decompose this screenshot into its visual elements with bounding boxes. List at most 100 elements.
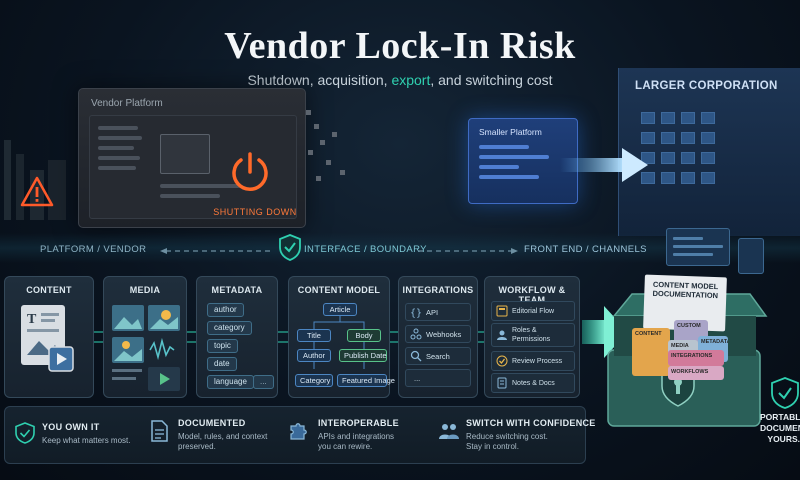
- larger-corporation-building: LARGER CORPORATION: [618, 68, 800, 236]
- feature-desc: Keep what matters most.: [42, 436, 131, 445]
- browser-window-icon: [666, 228, 730, 266]
- right-arrow-icon: [418, 248, 518, 254]
- feature-desc-2: preserved.: [178, 442, 216, 451]
- metadata-tag-author: author: [207, 303, 244, 317]
- building-window: [661, 132, 675, 144]
- metadata-card-title: METADATA: [211, 285, 263, 295]
- shield-check-icon: [279, 234, 301, 261]
- model-node-body: Body: [347, 329, 381, 342]
- feature-title: YOU OWN IT: [42, 422, 100, 432]
- corporation-label: LARGER CORPORATION: [635, 80, 778, 92]
- model-node-author: Author: [297, 349, 331, 362]
- shield-check-icon: [15, 422, 35, 444]
- portable-shield-check-icon: [771, 377, 799, 409]
- metadata-tag-category: category: [207, 321, 252, 335]
- smaller-platform-window: Smaller Platform: [468, 118, 578, 204]
- building-window: [701, 132, 715, 144]
- feature-title: DOCUMENTED: [178, 418, 246, 428]
- building-window: [641, 152, 655, 164]
- workflow-review-process: Review Process: [491, 351, 575, 371]
- disintegration-pixel: [332, 132, 337, 137]
- disintegration-pixel: [308, 150, 313, 155]
- metadata-card: METADATA author category topic date lang…: [196, 276, 278, 398]
- feature-desc-1: Reduce switching cost.: [466, 432, 548, 441]
- shutting-down-label: SHUTTING DOWN: [213, 207, 297, 217]
- interface-boundary-label: INTERFACE / BOUNDARY: [304, 244, 427, 255]
- subtitle-highlight: export: [391, 72, 431, 88]
- notes-icon: [497, 377, 507, 389]
- team-icon: [439, 424, 459, 439]
- building-window: [681, 152, 695, 164]
- building-window: [641, 172, 655, 184]
- feature-desc-2: Stay in control.: [466, 442, 519, 451]
- vendor-platform-title: Vendor Platform: [91, 98, 163, 109]
- window-line: [479, 165, 519, 169]
- integration-webhooks-label: Webhooks: [426, 330, 462, 339]
- window-line: [98, 136, 142, 140]
- window-line: [98, 126, 138, 130]
- window-line: [160, 194, 220, 198]
- workflow-notes-label: Notes & Docs: [512, 380, 555, 387]
- window-line: [479, 175, 539, 179]
- building-window: [661, 152, 675, 164]
- editorial-flow-icon: [496, 305, 508, 317]
- warning-icon: [20, 176, 54, 207]
- integration-search: Search: [405, 347, 471, 365]
- feature-title: SWITCH WITH CONFIDENCE: [466, 418, 596, 428]
- workflow-roles: Roles & Permissions: [491, 323, 575, 347]
- folder-integrations: INTEGRATIONS: [668, 350, 724, 366]
- integration-api-label: API: [426, 308, 439, 317]
- svg-text:T: T: [27, 312, 37, 327]
- subtitle-part-a: Shutdown, acquisition,: [247, 72, 392, 88]
- model-node-publish-date: Publish Date: [339, 349, 387, 362]
- integrations-card-title: INTEGRATIONS: [402, 285, 474, 295]
- workflow-editorial-label: Editorial Flow: [512, 308, 555, 315]
- left-arrow-icon: [160, 248, 270, 254]
- page-subtitle: Shutdown, acquisition, export, and switc…: [0, 72, 800, 88]
- window-line: [160, 184, 240, 188]
- integration-more-label: ...: [414, 374, 421, 383]
- metadata-tag-language: language: [207, 375, 254, 389]
- disintegration-pixel: [340, 170, 345, 175]
- integration-webhooks: Webhooks: [405, 325, 471, 343]
- media-card: MEDIA: [103, 276, 187, 398]
- building-window: [681, 112, 695, 124]
- mobile-device-icon: [738, 238, 764, 274]
- svg-text:{}: {}: [410, 308, 422, 318]
- window-line: [98, 166, 136, 170]
- content-model-card: CONTENT MODEL Article Title Body Author …: [288, 276, 395, 398]
- disintegration-pixel: [316, 176, 321, 181]
- feature-desc-1: Model, rules, and context: [178, 432, 268, 441]
- window-line: [479, 145, 529, 149]
- page-title: Vendor Lock-In Risk: [224, 25, 576, 67]
- metadata-tag-more: ...: [253, 375, 274, 389]
- model-node-title: Title: [297, 329, 331, 342]
- media-thumbnails-icon: [112, 305, 180, 391]
- building-window: [701, 152, 715, 164]
- disintegration-pixel: [320, 140, 325, 145]
- search-icon: [410, 350, 422, 362]
- review-check-icon: [496, 355, 508, 367]
- building-window: [701, 172, 715, 184]
- smaller-platform-title: Smaller Platform: [479, 127, 542, 137]
- integration-api: {} API: [405, 303, 471, 321]
- feature-desc-1: APIs and integrations: [318, 432, 395, 441]
- feature-desc-2: you can rewire.: [318, 442, 373, 451]
- content-card-title: CONTENT: [26, 285, 72, 295]
- workflow-team-card: WORKFLOW & TEAM Editorial Flow Roles & P…: [484, 276, 580, 398]
- document-icon: [151, 420, 168, 442]
- media-card-title: MEDIA: [129, 285, 161, 295]
- model-node-article: Article: [323, 303, 357, 316]
- content-card: CONTENT T: [4, 276, 94, 398]
- workflow-notes-docs: Notes & Docs: [491, 373, 575, 393]
- roles-icon: [497, 330, 507, 340]
- workflow-roles-label-1: Roles &: [512, 327, 537, 334]
- content-model-card-title: CONTENT MODEL: [297, 285, 381, 295]
- image-placeholder-icon: [160, 134, 210, 174]
- power-icon: [232, 152, 268, 191]
- building-window: [681, 132, 695, 144]
- metadata-tag-topic: topic: [207, 339, 238, 353]
- disintegration-pixel: [314, 124, 319, 129]
- feature-title: INTEROPERABLE: [318, 418, 399, 428]
